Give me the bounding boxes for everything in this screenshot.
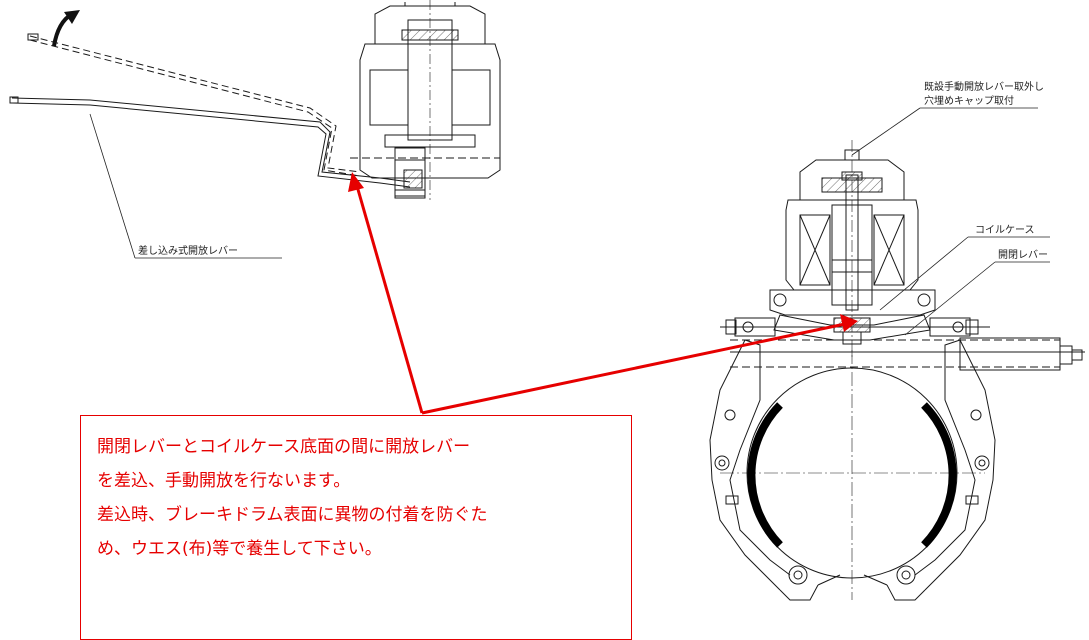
callout-line-4: め、ウエス(布)等で養生して下さい。 <box>97 539 382 559</box>
right-label-leaders <box>851 107 1050 336</box>
instruction-callout: 開閉レバーとコイルケース底面の間に開放レバー を差込、手動開放を行ないます。 差… <box>80 415 632 640</box>
callout-line-3: 差込時、ブレーキドラム表面に異物の付着を防ぐた <box>97 505 488 525</box>
insert-release-lever <box>9 33 411 188</box>
cap-label-line1: 既設手動開放レバー取外し <box>924 80 1044 93</box>
insert-lever-leader <box>89 113 282 259</box>
coil-case-label: コイルケース <box>975 224 1035 236</box>
callout-line-2: を差込、手動開放を行ないます。 <box>97 471 351 491</box>
insert-lever-label: 差し込み式開放レバー <box>138 244 238 257</box>
brake-front-view <box>709 140 1085 601</box>
solenoid-side-view <box>350 0 501 200</box>
red-callout-arrows <box>348 172 858 415</box>
cap-label-line2: 穴埋めキャップ取付 <box>924 94 1014 107</box>
callout-line-1: 開閉レバーとコイルケース底面の間に開放レバー <box>97 437 471 457</box>
rotation-arrow-icon <box>52 10 80 47</box>
open-close-lever-label: 開閉レバー <box>998 249 1048 261</box>
